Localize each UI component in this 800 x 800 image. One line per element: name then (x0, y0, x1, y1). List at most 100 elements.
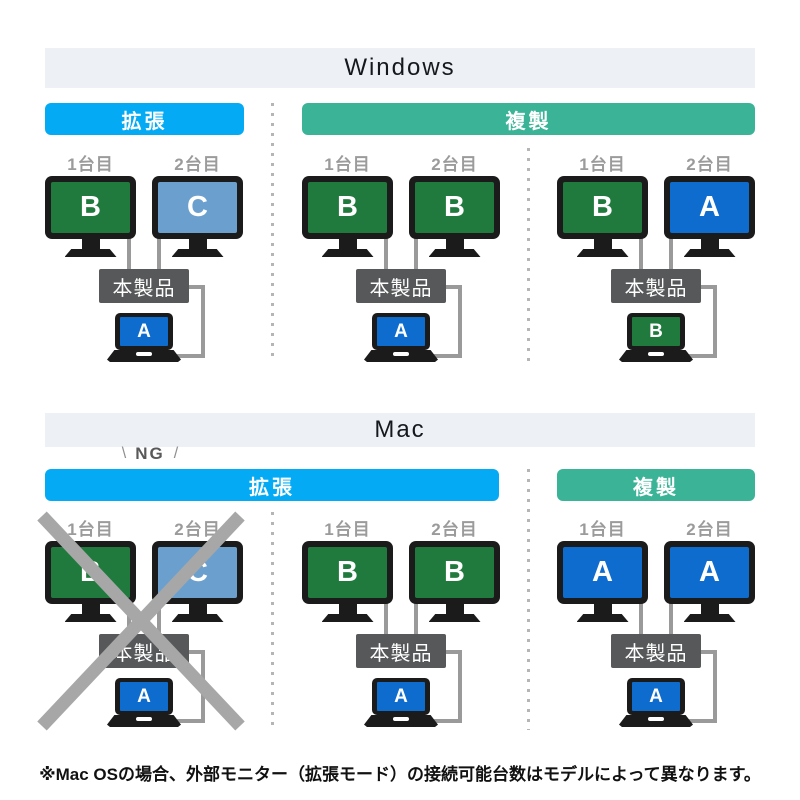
laptop-notch (136, 352, 152, 356)
monitor-screen: B (308, 182, 387, 233)
monitor-stand-neck (188, 239, 207, 249)
laptop: A (107, 678, 181, 727)
laptop-base (619, 350, 693, 362)
laptop-notch (393, 352, 409, 356)
monitor2-cable (157, 238, 161, 270)
monitor-stand-neck (445, 604, 464, 614)
monitor-screen: B (415, 547, 494, 598)
monitor2-position-label: 2台目 (686, 155, 733, 174)
laptop-base (364, 350, 438, 362)
monitor-1: 1台目 B (302, 515, 393, 622)
monitor-frame: A (664, 541, 755, 604)
monitor-screen: B (563, 182, 642, 233)
footer-note: ※Mac OSの場合、外部モニター（拡張モード）の接続可能台数はモデルによって異… (39, 765, 761, 784)
mac-extend-mode-bar: 拡張 (45, 469, 499, 501)
monitor-letter: B (592, 191, 613, 223)
monitor-screen: A (670, 182, 749, 233)
monitor-frame: A (557, 541, 648, 604)
monitor-stand-neck (338, 239, 357, 249)
monitor1-cable (639, 238, 643, 270)
laptop-notch (648, 352, 664, 356)
monitor1-position-label: 1台目 (324, 520, 371, 539)
monitor-frame: B (45, 176, 136, 239)
monitor-stand-base (321, 249, 374, 257)
windows-section-header: Windows (45, 48, 755, 88)
monitor-stand-base (576, 249, 629, 257)
monitor-1: 1台目 B (557, 150, 648, 257)
laptop-letter: A (649, 686, 663, 707)
monitor2-position-label: 2台目 (174, 520, 221, 539)
laptop: A (107, 313, 181, 362)
device-to-laptop-cable (177, 285, 205, 358)
monitor-screen: A (670, 547, 749, 598)
windows-group-duplicate-2: 1台目 B 2台目 A 本製品 B (557, 150, 755, 364)
laptop: B (619, 313, 693, 362)
monitor-letter: B (337, 556, 358, 588)
monitor1-position-label: 1台目 (67, 155, 114, 174)
monitor-frame: B (409, 541, 500, 604)
monitor-stand-neck (593, 239, 612, 249)
device-box: 本製品 (611, 269, 701, 303)
laptop-screen: A (120, 317, 168, 346)
monitor-stand-neck (81, 604, 100, 614)
ng-cross-icon (37, 511, 245, 731)
laptop: A (619, 678, 693, 727)
monitor-frame: B (409, 176, 500, 239)
monitor-stand-neck (81, 239, 100, 249)
monitor1-cable (384, 238, 388, 270)
device-box: 本製品 (611, 634, 701, 668)
monitor-stand-base (64, 249, 117, 257)
monitor-stand-neck (593, 604, 612, 614)
laptop-notch (136, 717, 152, 721)
monitor-frame: B (302, 541, 393, 604)
laptop-frame: A (115, 678, 173, 715)
monitor2-cable (669, 238, 673, 270)
mac-section-header: Mac (45, 413, 755, 447)
monitor1-cable (639, 603, 643, 635)
monitor-screen: B (415, 182, 494, 233)
monitor-letter: B (444, 191, 465, 223)
laptop-screen: B (632, 317, 680, 346)
laptop-screen: A (632, 682, 680, 711)
monitor1-cable (384, 603, 388, 635)
monitor-1: 1台目 B (45, 150, 136, 257)
monitor-letter: B (337, 191, 358, 223)
mac-group-duplicate: 1台目 A 2台目 A 本製品 A (557, 515, 755, 729)
monitor-frame: B (557, 176, 648, 239)
monitor-frame: A (664, 176, 755, 239)
monitor-1: 1台目 A (557, 515, 648, 622)
monitor-1: 1台目 B (302, 150, 393, 257)
laptop-letter: A (394, 686, 408, 707)
monitor-stand-base (683, 249, 736, 257)
laptop-frame: A (627, 678, 685, 715)
monitor2-cable (669, 603, 673, 635)
separator-dotted (527, 148, 530, 363)
monitor-stand-base (428, 614, 481, 622)
laptop: A (364, 313, 438, 362)
laptop-base (619, 715, 693, 727)
windows-group-extend: 1台目 B 2台目 C 本製品 A (45, 150, 243, 364)
laptop-notch (393, 717, 409, 721)
laptop-notch (648, 717, 664, 721)
monitor2-cable (157, 603, 161, 635)
ng-label: \ NG / (103, 444, 197, 464)
device-to-laptop-cable (689, 285, 717, 358)
monitor-2: 2台目 A (664, 515, 755, 622)
monitor-2: 2台目 A (664, 150, 755, 257)
laptop-frame: A (115, 313, 173, 350)
monitor1-cable (127, 238, 131, 270)
separator-dotted (271, 512, 274, 730)
laptop: A (364, 678, 438, 727)
monitor-screen: B (308, 547, 387, 598)
windows-extend-mode-bar: 拡張 (45, 103, 244, 135)
monitor2-cable (414, 603, 418, 635)
monitor-stand-base (576, 614, 629, 622)
monitor-stand-base (428, 249, 481, 257)
device-to-laptop-cable (434, 285, 462, 358)
laptop-frame: A (372, 678, 430, 715)
monitor1-position-label: 1台目 (324, 155, 371, 174)
monitor-stand-base (171, 249, 224, 257)
separator-dotted (527, 469, 530, 730)
monitor1-cable (127, 603, 131, 635)
device-to-laptop-cable (689, 650, 717, 723)
